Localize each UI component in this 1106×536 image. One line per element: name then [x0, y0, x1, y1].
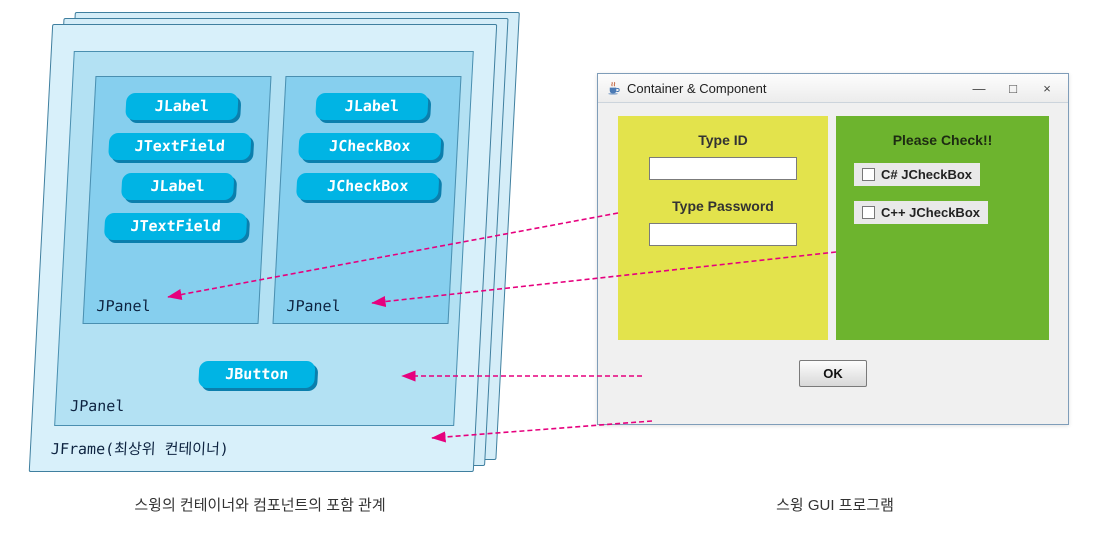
- jpanel-right-label: JPanel: [285, 297, 342, 315]
- type-id-label: Type ID: [698, 132, 748, 148]
- jpanel-right-box: JLabel JCheckBox JCheckBox JPanel: [272, 76, 462, 324]
- checkbox-label: C++ JCheckBox: [881, 205, 980, 220]
- jpanel-left-label: JPanel: [95, 297, 152, 315]
- checkbox-csharp[interactable]: C# JCheckBox: [854, 163, 981, 186]
- component-pill-jlabel: JLabel: [125, 93, 239, 120]
- ok-button[interactable]: OK: [799, 360, 867, 387]
- window-content: Type ID Type Password Please Check!! C# …: [598, 103, 1068, 425]
- component-pill-jbutton: JButton: [198, 361, 316, 388]
- component-pill-jtextfield: JTextField: [103, 213, 248, 240]
- jframe-box: JLabel JTextField JLabel JTextField JPan…: [28, 24, 498, 472]
- id-input[interactable]: [649, 157, 797, 180]
- swing-containment-diagram: JLabel JTextField JLabel JTextField JPan…: [28, 12, 553, 486]
- component-pill-jlabel: JLabel: [120, 173, 235, 200]
- java-icon: [606, 81, 621, 96]
- swing-app-window: Container & Component — □ × Type ID Type…: [597, 73, 1069, 425]
- password-input[interactable]: [649, 223, 797, 246]
- type-password-label: Type Password: [672, 198, 774, 214]
- component-pill-jlabel: JLabel: [315, 93, 429, 120]
- caption-program: 스윙 GUI 프로그램: [776, 497, 894, 514]
- minimize-button[interactable]: —: [972, 80, 986, 96]
- maximize-button[interactable]: □: [1009, 80, 1017, 96]
- checkbox-box-icon[interactable]: [862, 168, 875, 181]
- checkbox-cpp[interactable]: C++ JCheckBox: [854, 201, 988, 224]
- close-button[interactable]: ×: [1043, 80, 1051, 96]
- jpanel-main-box: JLabel JTextField JLabel JTextField JPan…: [54, 51, 474, 426]
- please-check-label: Please Check!!: [892, 132, 993, 148]
- checkbox-label: C# JCheckBox: [881, 167, 973, 182]
- jpanel-left-box: JLabel JTextField JLabel JTextField JPan…: [82, 76, 272, 324]
- component-pill-jcheckbox: JCheckBox: [298, 133, 442, 160]
- id-panel: Type ID Type Password: [618, 116, 828, 340]
- window-controls: — □ ×: [962, 75, 1064, 102]
- caption-diagram: 스윙의 컨테이너와 컴포넌트의 포함 관계: [134, 497, 386, 514]
- component-pill-jtextfield: JTextField: [108, 133, 252, 160]
- component-pill-jcheckbox: JCheckBox: [295, 173, 440, 200]
- jframe-label: JFrame(최상위 컨테이너): [50, 440, 230, 458]
- checkbox-box-icon[interactable]: [862, 206, 875, 219]
- check-panel: Please Check!! C# JCheckBox C++ JCheckBo…: [836, 116, 1049, 340]
- jpanel-main-label: JPanel: [69, 397, 125, 415]
- window-titlebar: Container & Component — □ ×: [598, 74, 1068, 103]
- window-title: Container & Component: [627, 80, 767, 96]
